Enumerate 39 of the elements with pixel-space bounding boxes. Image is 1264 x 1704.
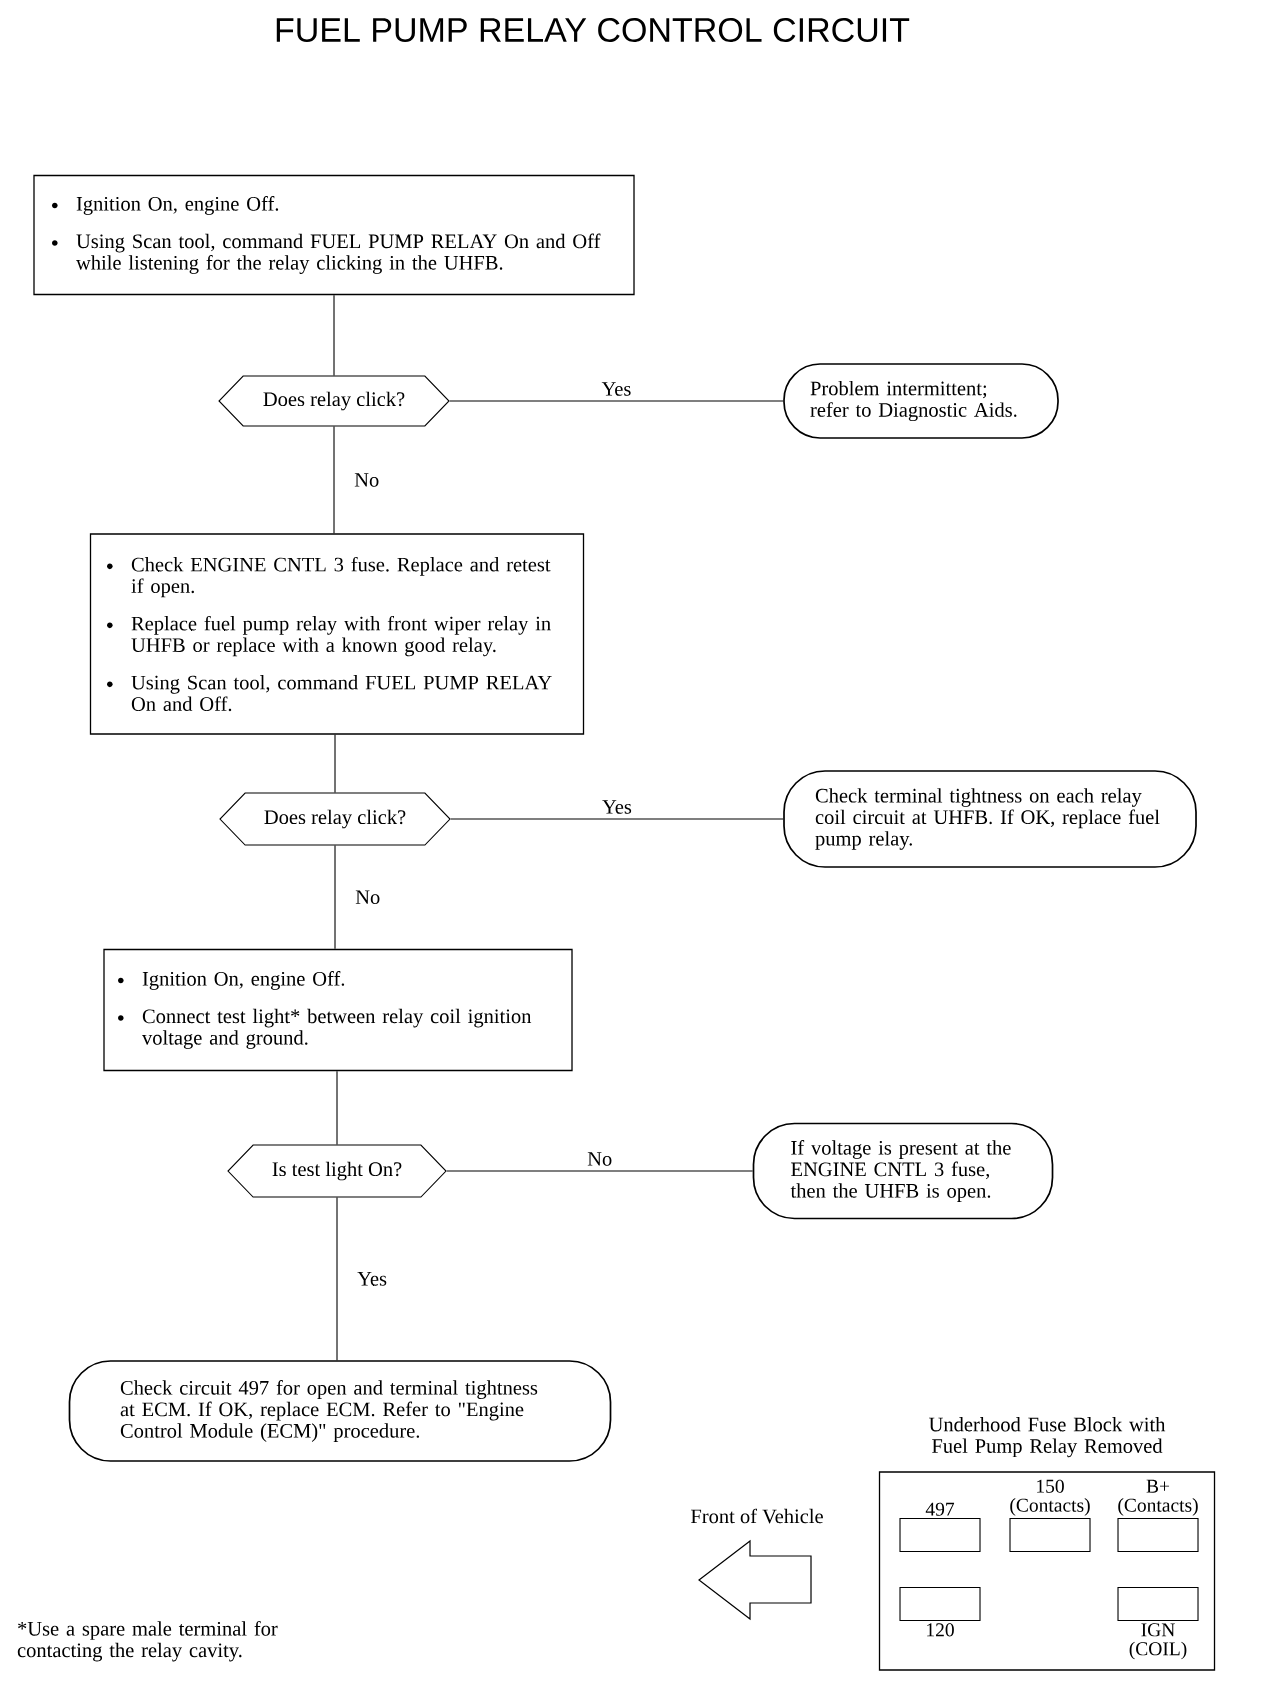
process-box: Ignition On, engine Off. Using Scan tool, command FUEL PUMP RELAY On and Off while listening for the relay clicking in the UHFB. [33, 174, 635, 296]
connector-line [450, 818, 784, 820]
connector-line [333, 426, 335, 534]
terminal-box: Check circuit 497 for open and terminal tightness at ECM. If OK, replace ECM. Refer to "Engine Control Module (ECM)" procedure. [68, 1360, 612, 1462]
terminal-slot [899, 1586, 981, 1622]
footnote: *Use a spare male terminal for contacting the relay cavity. [17, 1621, 278, 1662]
edge-label: Yes [355, 1270, 390, 1288]
edge-label: No [585, 1150, 615, 1168]
connector-line [336, 1197, 338, 1361]
terminal-box: Problem intermittent; refer to Diagnostic Aids. [783, 363, 1059, 439]
terminal-label: 497 [925, 1502, 955, 1516]
direction-label: Front of Vehicle [691, 1508, 823, 1524]
terminal-box: Check terminal tightness on each relay coil circuit at UHFB. If OK, replace fuel pump relay. [783, 770, 1197, 868]
process-box: Ignition On, engine Off. Connect test light* between relay coil ignition voltage and ground. [103, 948, 573, 1072]
edge-label: Yes [599, 380, 634, 398]
terminal-slot [899, 1517, 981, 1553]
terminal-slot [1117, 1586, 1199, 1622]
edge-label: No [352, 471, 382, 489]
connector-line [336, 1070, 338, 1145]
terminal-slot [1009, 1517, 1091, 1553]
decision-hexagon: Does relay click? [218, 375, 450, 427]
process-box: Check ENGINE CNTL 3 fuse. Replace and retest if open. Replace fuel pump relay with front wiper relay in UHFB or replace with a known good relay. Using Scan tool, command FUEL PUMP RELAY On and Off. [89, 533, 585, 735]
terminal-label: B+ (Contacts) [1118, 1479, 1198, 1516]
terminal-label: 120 [927, 1623, 954, 1637]
decision-hexagon: Does relay click? [219, 792, 451, 846]
connector-line [449, 400, 784, 402]
edge-label: Yes [600, 798, 634, 816]
terminal-label: IGN (COIL) [1129, 1623, 1187, 1660]
terminal-box: If voltage is present at the ENGINE CNTL 3 fuse, then the UHFB is open. [752, 1122, 1054, 1220]
connector-line [334, 845, 336, 950]
connector-line [333, 294, 335, 376]
edge-label: No [353, 888, 383, 906]
block-heading: Underhood Fuse Block with Fuel Pump Relay Removed [929, 1417, 1166, 1458]
terminal-label: 150 (Contacts) [1010, 1479, 1090, 1516]
title: FUEL PUMP RELAY CONTROL CIRCUIT [276, 17, 910, 43]
connector-line [334, 734, 336, 793]
connector-line [446, 1170, 754, 1172]
terminal-slot [1117, 1517, 1199, 1553]
decision-hexagon: Is test light On? [227, 1144, 447, 1198]
